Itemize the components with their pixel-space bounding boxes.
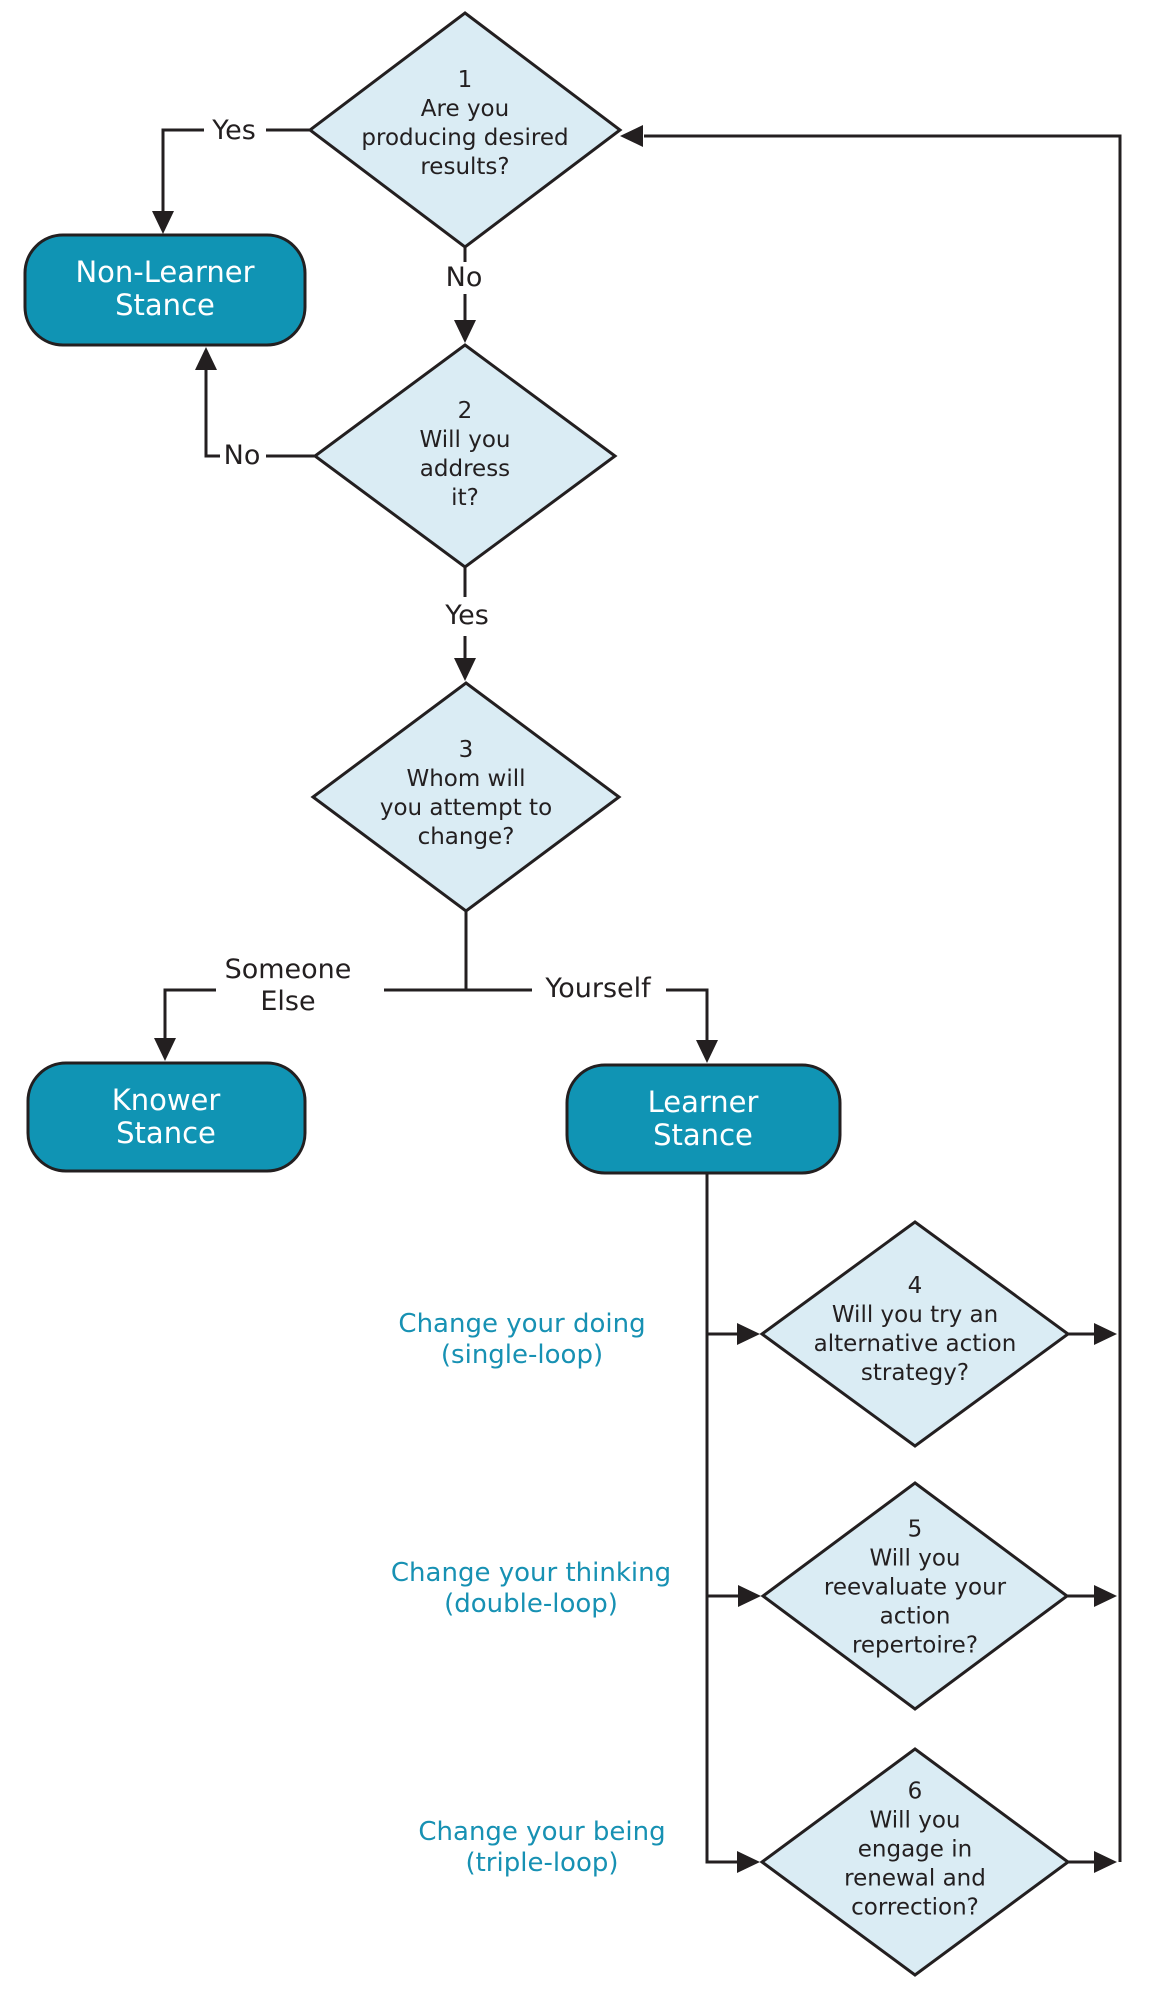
decision-1-label: 1 Are you producing desired results? [361, 67, 569, 180]
decision-2-number: 2 [457, 398, 473, 424]
edge-label-yes-2: Yes [445, 600, 489, 631]
learner-stance-label: Learner Stance [647, 1085, 759, 1152]
edge-label-someone-else: Someone Else [224, 954, 352, 1017]
arrowhead-into-d4 [737, 1323, 760, 1345]
knower-stance-shape [26, 1061, 307, 1173]
arrowhead-loop-into-d1 [620, 125, 643, 147]
arrowhead-d6-to-loop [1094, 1851, 1117, 1873]
decision-6-label: 6 Will you engage in renewal and correct… [844, 1778, 986, 1921]
arrowhead-into-d2 [454, 320, 476, 343]
decision-6-shape [759, 1747, 1071, 1977]
decision-1-shape [307, 11, 623, 249]
loop-label-double: Change your thinking (double-loop) [390, 1558, 672, 1619]
learner-stance-shape [565, 1063, 842, 1175]
decision-5-number: 5 [907, 1516, 923, 1543]
learner-stem-line [705, 1173, 737, 1864]
edge-label-yourself: Yourself [545, 973, 651, 1004]
edge-label-no-1: No [445, 262, 483, 293]
edge-d1-yes-line [161, 128, 313, 212]
decision-5-label: 5 Will you reevaluate your action repert… [823, 1516, 1007, 1659]
decision-4-shape [759, 1220, 1071, 1448]
arrowhead-into-d3 [454, 658, 476, 681]
arrowhead-into-d6 [737, 1851, 760, 1873]
loop-label-triple: Change your being (triple-loop) [418, 1817, 666, 1878]
edge-d2-no-line [204, 369, 315, 458]
decision-6-number: 6 [907, 1778, 923, 1805]
knower-stance-label: Knower Stance [111, 1083, 221, 1150]
arrowhead-into-nonlearner-bottom [195, 347, 217, 370]
decision-2-label: 2 Will you address it? [419, 398, 511, 511]
decision-2-shape [312, 343, 618, 569]
decision-3-number: 3 [458, 737, 474, 763]
arrowhead-into-knower [154, 1038, 176, 1061]
decision-4-number: 4 [907, 1273, 923, 1299]
decision-4-label: 4 Will you try an alternative action str… [813, 1273, 1017, 1386]
arrowhead-into-learner [696, 1040, 718, 1063]
arrowhead-into-nonlearner-top [152, 211, 174, 234]
edge-label-yes-1: Yes [212, 115, 256, 146]
decision-3-label: 3 Whom will you attempt to change? [379, 737, 553, 850]
arrowhead-d5-to-loop [1094, 1585, 1117, 1607]
arrowhead-d4-to-loop [1094, 1323, 1117, 1345]
decision-3-shape [310, 681, 622, 913]
edge-label-no-2: No [223, 440, 261, 471]
loop-label-single: Change your doing (single-loop) [398, 1309, 646, 1370]
arrowhead-into-d5 [738, 1585, 761, 1607]
non-learner-stance-label: Non-Learner Stance [75, 255, 255, 322]
non-learner-stance-shape [23, 233, 307, 347]
feedback-loop-line [644, 134, 1122, 1862]
decision-5-shape [760, 1481, 1070, 1711]
decision-1-number: 1 [457, 67, 473, 93]
